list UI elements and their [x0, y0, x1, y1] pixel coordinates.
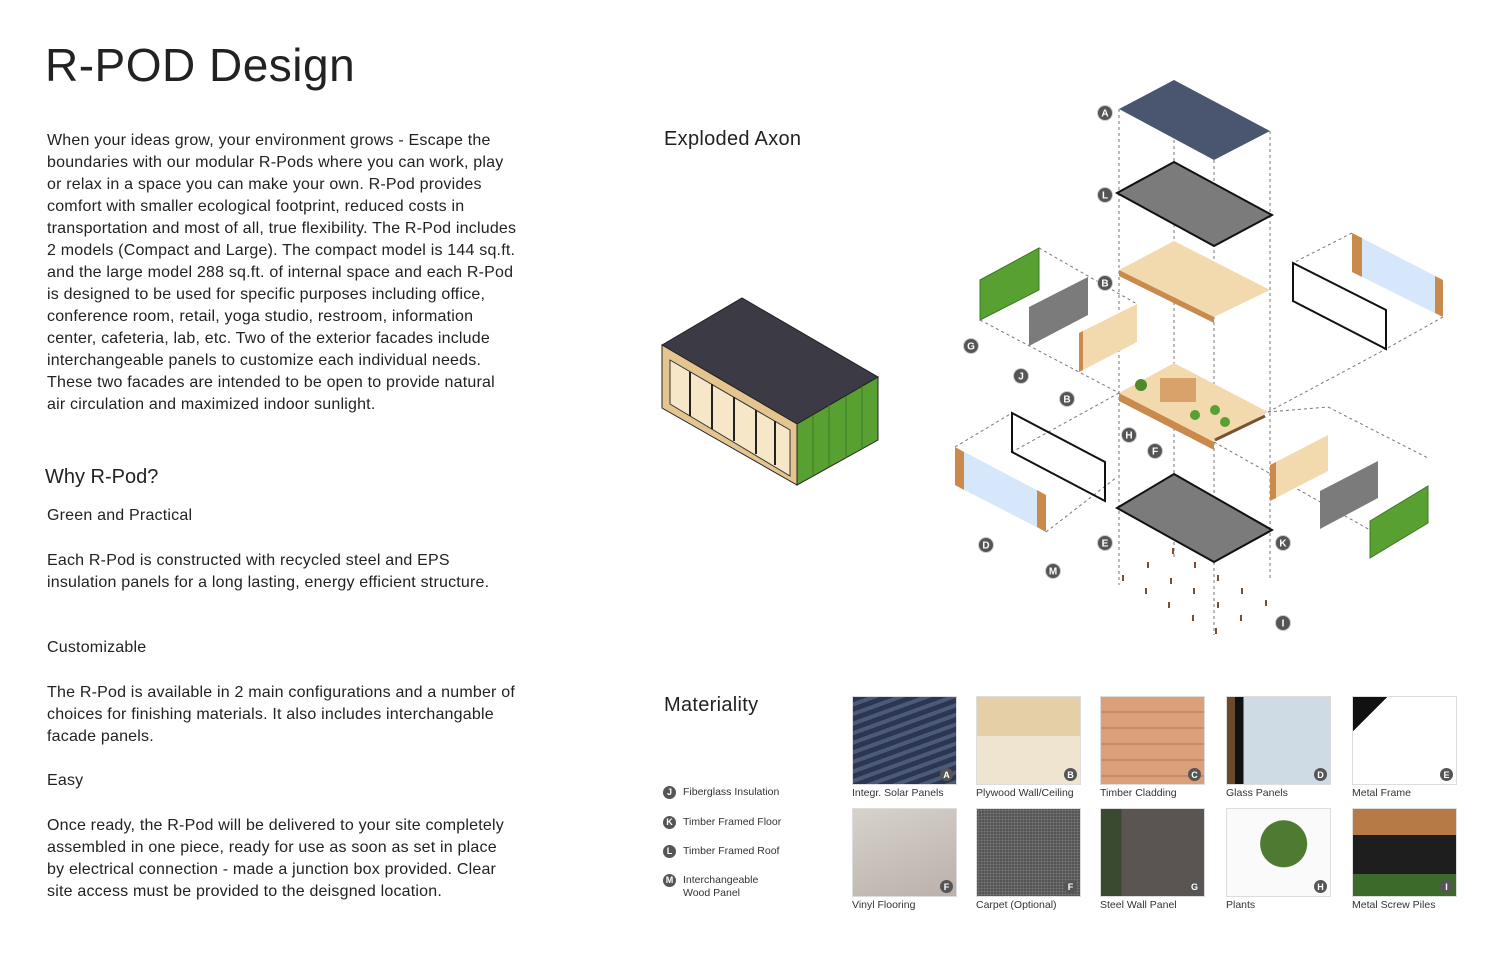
- material-label: Steel Wall Panel: [1100, 899, 1177, 911]
- section-body-customizable: The R-Pod is available in 2 main configu…: [47, 684, 515, 745]
- axon-label-badge: [963, 338, 979, 354]
- legend-badge: J: [663, 786, 676, 799]
- legend-label: Fiberglass Insulation: [683, 786, 780, 798]
- material-badge: A: [940, 768, 953, 781]
- material-badge: B: [1064, 768, 1077, 781]
- axon-label-badge: [1059, 391, 1075, 407]
- axon-label-badge: [1275, 615, 1291, 631]
- legend-item: M Interchangeable Wood Panel: [663, 874, 773, 900]
- wall-insulation: [1029, 277, 1088, 346]
- material-label: Integr. Solar Panels: [852, 787, 944, 799]
- material-swatch: C: [1100, 696, 1205, 785]
- section-title-easy: Easy: [47, 772, 84, 789]
- legend-badge: L: [663, 845, 676, 858]
- material-swatch: F: [852, 808, 957, 897]
- axon-label: I: [1282, 619, 1285, 630]
- legend-label: Timber Framed Roof: [683, 845, 780, 857]
- axon-label-badge: [1275, 535, 1291, 551]
- material-label: Metal Frame: [1352, 787, 1411, 799]
- material-badge: F: [1064, 880, 1077, 893]
- axon-label-badge: [1097, 275, 1113, 291]
- roof-layer: [1114, 160, 1275, 248]
- legend-badge: M: [663, 874, 676, 887]
- legend-item: K Timber Framed Floor: [663, 816, 803, 829]
- axon-label: J: [1018, 372, 1024, 383]
- axon-label: M: [1049, 567, 1057, 578]
- wall-plywood: [1079, 304, 1137, 372]
- wall-insulation-right: [1320, 461, 1378, 529]
- axon-label-badge: [1097, 535, 1113, 551]
- section-title-customizable: Customizable: [47, 639, 147, 656]
- material-label: Glass Panels: [1226, 787, 1288, 799]
- axon-label-badge: [978, 537, 994, 553]
- screw-piles: [1122, 548, 1267, 634]
- material-swatch: I: [1352, 808, 1457, 897]
- axon-label: H: [1125, 431, 1132, 442]
- section-title-green: Green and Practical: [47, 507, 193, 524]
- material-label: Plants: [1226, 899, 1256, 911]
- axon-label: K: [1279, 539, 1287, 550]
- why-heading: Why R-Pod?: [45, 466, 159, 488]
- axon-label: B: [1063, 395, 1070, 406]
- section-body-green: Each R-Pod is constructed with recycled …: [47, 552, 490, 591]
- solar-panel-layer: [1119, 80, 1270, 160]
- legend-badge: K: [663, 816, 676, 829]
- axon-label: L: [1102, 191, 1108, 202]
- material-swatch: E: [1352, 696, 1457, 785]
- axon-label: E: [1102, 539, 1109, 550]
- material-swatch: F: [976, 808, 1081, 897]
- frame-right: [1292, 261, 1387, 351]
- material-badge: E: [1440, 768, 1453, 781]
- base-floor-layer: [1114, 472, 1275, 564]
- axon-label: D: [982, 541, 989, 552]
- material-swatch: H: [1226, 808, 1331, 897]
- material-label: Vinyl Flooring: [852, 899, 916, 911]
- page-title: R-POD Design: [45, 39, 356, 91]
- axon-label: G: [967, 342, 975, 353]
- material-badge: D: [1314, 768, 1327, 781]
- material-badge: I: [1440, 880, 1453, 893]
- axon-label: B: [1101, 279, 1108, 290]
- wall-green-right: [1369, 485, 1429, 559]
- axon-heading: Exploded Axon: [664, 128, 802, 150]
- legend-item: L Timber Framed Roof: [663, 845, 803, 858]
- axon-labels: A L B G J B H F D E M K I: [963, 105, 1291, 631]
- glass-wall-right: [1352, 233, 1443, 317]
- materiality-heading: Materiality: [664, 694, 759, 716]
- ceiling-layer: [1119, 241, 1270, 323]
- material-swatch: G: [1100, 808, 1205, 897]
- axon-label: A: [1101, 109, 1108, 120]
- intro-paragraph: When your ideas grow, your environment g…: [47, 132, 517, 413]
- axon-label: F: [1152, 447, 1158, 458]
- material-badge: G: [1188, 880, 1201, 893]
- axon-label-badge: [1121, 427, 1137, 443]
- axon-label-badge: [1045, 563, 1061, 579]
- axon-label-badge: [1097, 187, 1113, 203]
- material-badge: C: [1188, 768, 1201, 781]
- legend-label: Timber Framed Floor: [683, 816, 782, 828]
- floor-layer: [1119, 363, 1268, 450]
- material-swatch: B: [976, 696, 1081, 785]
- material-swatch: D: [1226, 696, 1331, 785]
- pod-render: [661, 297, 879, 486]
- axon-label-badge: [1097, 105, 1113, 121]
- material-label: Carpet (Optional): [976, 899, 1057, 911]
- material-badge: H: [1314, 880, 1327, 893]
- material-swatch: A: [852, 696, 957, 785]
- legend-item: J Fiberglass Insulation: [663, 786, 803, 799]
- wall-plywood-right: [1270, 435, 1328, 501]
- section-body-easy: Once ready, the R-Pod will be delivered …: [47, 817, 504, 900]
- material-badge: F: [940, 880, 953, 893]
- axon-label-badge: [1013, 368, 1029, 384]
- wall-green: [979, 247, 1040, 321]
- axon-label-badge: [1147, 443, 1163, 459]
- glass-wall-left: [955, 447, 1046, 532]
- legend-label: Interchangeable Wood Panel: [683, 874, 759, 899]
- material-label: Metal Screw Piles: [1352, 899, 1436, 911]
- frame-left: [1011, 411, 1106, 503]
- material-label: Timber Cladding: [1100, 787, 1177, 799]
- material-label: Plywood Wall/Ceiling: [976, 787, 1074, 799]
